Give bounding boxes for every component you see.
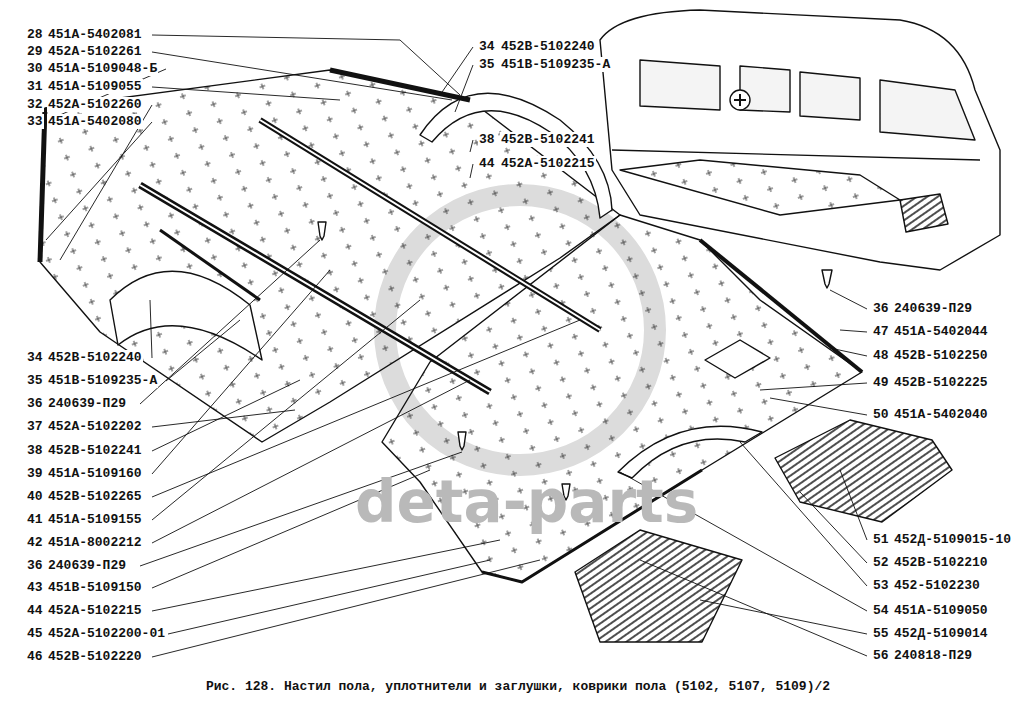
callout-number: 48: [872, 348, 890, 363]
part-number: 452Д-5109014: [893, 626, 989, 641]
part-number: 452В-5102241: [500, 132, 596, 147]
part-number: 240639-П29: [47, 558, 127, 573]
part-number: 452В-5102225: [893, 375, 989, 390]
part-number: 240639-П29: [47, 396, 127, 411]
callout-number: 34: [26, 350, 44, 365]
watermark: deta-parts: [355, 470, 698, 534]
part-number: 451В-5109235-А: [47, 373, 158, 388]
callout-number: 46: [26, 649, 44, 664]
part-number: 452В-5102241: [47, 443, 143, 458]
callout-number: 33: [26, 114, 44, 129]
part-number: 452А-5102215: [47, 603, 143, 618]
part-number: 240639-П29: [893, 301, 973, 316]
part-number: 451А-5109155: [47, 512, 143, 527]
part-number: 452В-5102220: [47, 649, 143, 664]
callout-number: 56: [872, 648, 890, 663]
callout-number: 50: [872, 407, 890, 422]
callout-number: 44: [26, 603, 44, 618]
part-number: 451А-5402040: [893, 407, 989, 422]
callout-number: 39: [26, 466, 44, 481]
callout-number: 31: [26, 79, 44, 94]
callout-number: 35: [26, 373, 44, 388]
part-number: 451А-5402044: [893, 324, 989, 339]
part-number: 451А-5109160: [47, 466, 143, 481]
callout-number: 51: [872, 532, 890, 547]
part-number: 452А-5102200-01: [47, 626, 166, 641]
part-number: 452В-5102210: [893, 555, 989, 570]
part-number: 452В-5102240: [47, 350, 143, 365]
callout-number: 34: [478, 39, 496, 54]
part-number: 452А-5102202: [47, 419, 143, 434]
part-number: 451В-5109150: [47, 580, 143, 595]
part-number: 452А-5102215: [500, 156, 596, 171]
part-number: 240818-П29: [893, 648, 973, 663]
callout-number: 52: [872, 555, 890, 570]
callout-number: 40: [26, 489, 44, 504]
callout-number: 38: [26, 443, 44, 458]
callout-number: 42: [26, 535, 44, 550]
part-number: 451А-5109048-Б: [47, 61, 158, 76]
part-number: 451А-5402081: [47, 27, 143, 42]
callout-number: 36: [26, 558, 44, 573]
callout-number: 45: [26, 626, 44, 641]
callout-number: 41: [26, 512, 44, 527]
part-number: 451А-5109050: [893, 603, 989, 618]
part-number: 452В-5102250: [893, 348, 989, 363]
part-number: 452В-5102240: [500, 39, 596, 54]
callout-number: 44: [478, 156, 496, 171]
part-number: 452А-5102261: [47, 44, 143, 59]
callout-number: 49: [872, 375, 890, 390]
callout-number: 36: [872, 301, 890, 316]
part-number: 452В-5102265: [47, 489, 143, 504]
callout-number: 30: [26, 61, 44, 76]
callout-number: 37: [26, 419, 44, 434]
callout-number: 35: [478, 57, 496, 72]
callout-number: 29: [26, 44, 44, 59]
callout-number: 32: [26, 97, 44, 112]
part-number: 452Д-5109015-10: [893, 532, 1012, 547]
part-number: 451В-5109235-А: [500, 57, 611, 72]
part-number: 452А-5102260: [47, 97, 143, 112]
callout-number: 53: [872, 578, 890, 593]
part-number: 451А-5109055: [47, 79, 143, 94]
callout-number: 55: [872, 626, 890, 641]
part-number: 451А-8002212: [47, 535, 143, 550]
callout-number: 47: [872, 324, 890, 339]
callout-number: 36: [26, 396, 44, 411]
part-number: 451А-5402080: [47, 114, 143, 129]
callout-number: 54: [872, 603, 890, 618]
part-number: 452-5102230: [893, 578, 981, 593]
figure-caption: Рис. 128. Настил пола, уплотнители и заг…: [0, 679, 1036, 695]
callout-number: 43: [26, 580, 44, 595]
callout-number: 28: [26, 27, 44, 42]
callout-number: 38: [478, 132, 496, 147]
